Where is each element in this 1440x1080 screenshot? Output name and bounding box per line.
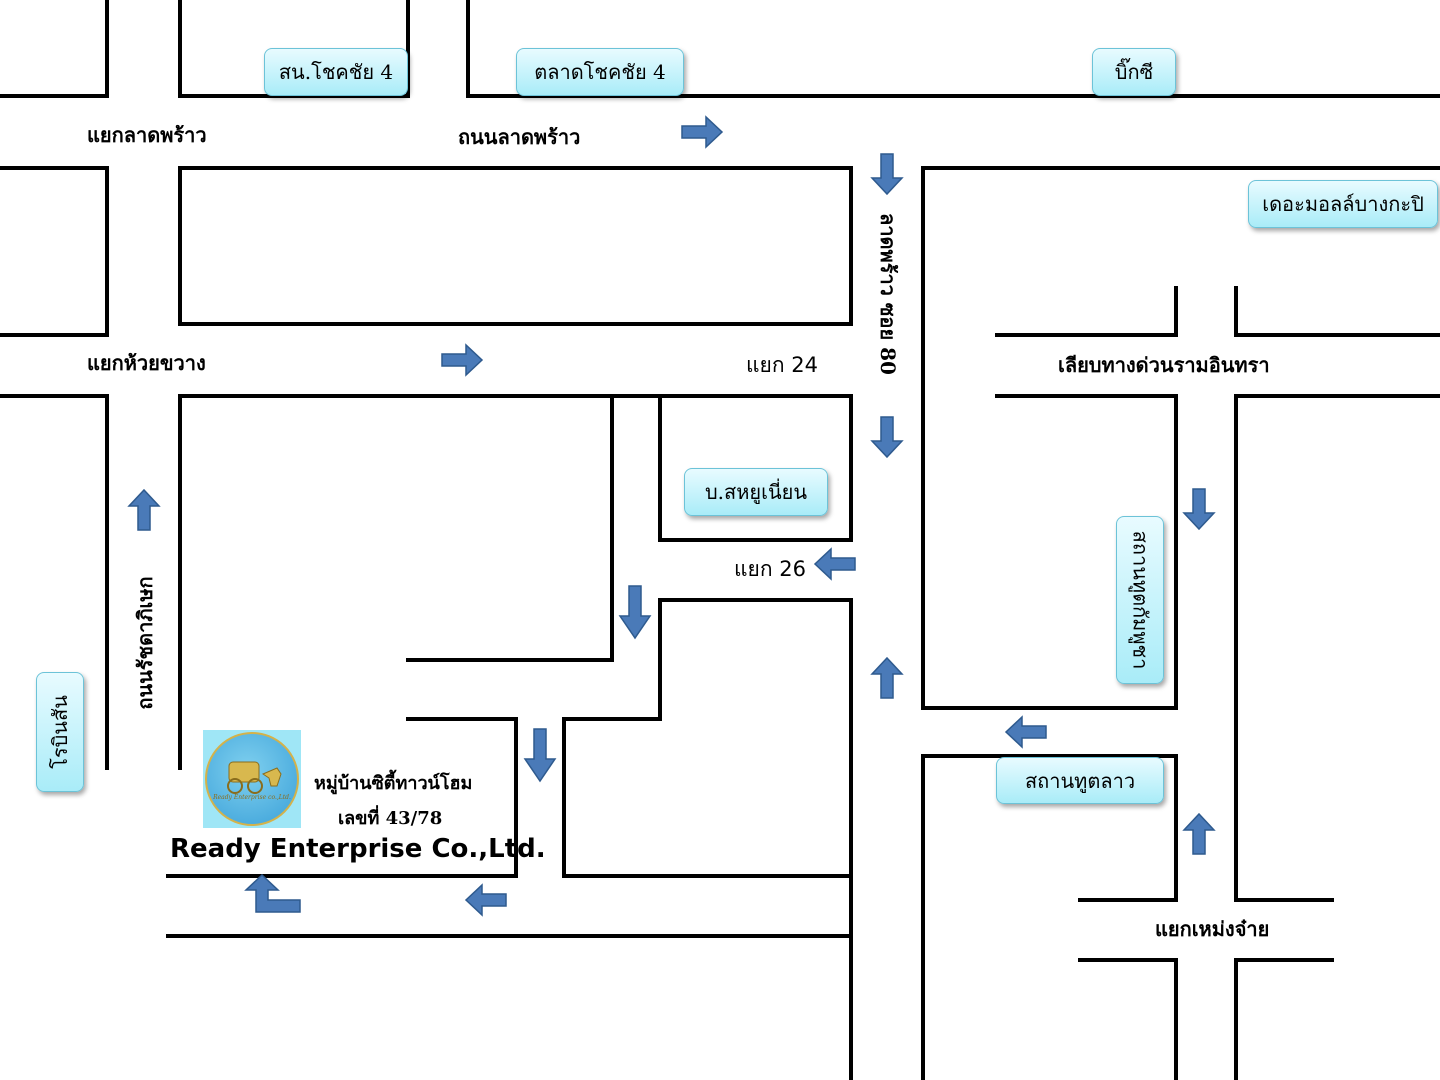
road-line [921,166,1440,710]
road-line [0,394,109,770]
road-line [658,394,853,542]
road-line [921,754,1178,1080]
road-liap-rama-intra-label: เลียบทางด่วนรามอินทรา [1058,353,1270,377]
arrow-down-icon [1182,488,1216,531]
road-line [1234,394,1334,902]
arrow-down-icon [523,728,557,783]
junction-yaek24: แยก 24 [746,353,818,377]
landmark-the-mall-bangkapi: เดอะมอลล์บางกะปิ [1248,180,1438,228]
landmark-sahaunion: บ.สหยูเนี่ยน [684,468,828,516]
road-line [178,0,410,98]
arrow-left-icon [1004,715,1047,749]
arrow-down-icon [870,416,904,459]
road-line [178,166,853,326]
junction-mueang-chai: แยกเหม่งจ๋าย [1155,917,1270,941]
destination-address: เลขที่ 43/78 [338,808,443,829]
arrow-left-icon [813,547,856,581]
junction-ladprao: แยกลาดพร้าว [87,123,207,147]
arrow-up-icon [127,488,161,531]
arrow-up-icon [1182,812,1216,855]
arrow-right-icon [681,115,724,149]
company-logo-icon: Ready Enterprise co.,Ltd. [203,730,301,828]
junction-yaek26: แยก 26 [734,557,806,581]
road-line [178,394,853,770]
road-line [1078,958,1178,1080]
arrow-down-icon [618,585,652,640]
road-line [0,166,109,337]
landmark-sn-chokchai4: สน.โชคชัย 4 [264,48,408,96]
junction-huai-khwang: แยกห้วยขวาง [87,351,206,375]
landmark-lao-embassy: สถานทูตลาว [996,757,1164,804]
logo-text: Ready Enterprise co.,Ltd. [213,794,291,801]
arrow-turn-up-icon [244,873,301,913]
road-ladprao-soi80-label: ลาดพร้าว ซอย 80 [876,213,900,375]
arrow-down-icon [870,153,904,196]
arrow-right-icon [441,343,484,377]
road-line [1234,286,1440,337]
landmark-robinson: โรบินสัน [36,672,84,792]
landmark-cambodia-embassy: สถานทูตกัมพูชา [1116,516,1164,684]
arrow-left-icon [464,883,507,917]
landmark-robinson-label: โรบินสัน [48,695,73,769]
road-ladprao-label: ถนนลาดพร้าว [458,125,581,149]
destination-village: หมู่บ้านซิตี้ทาวน์โฮม [314,773,473,794]
landmark-talat-chokchai4: ตลาดโชคชัย 4 [516,48,684,96]
road-line [562,598,853,1080]
destination-company-name: Ready Enterprise Co.,Ltd. [170,834,546,864]
landmark-cambodia-embassy-label: สถานทูตกัมพูชา [1128,530,1153,670]
arrow-up-icon [870,656,904,699]
road-line [995,286,1178,337]
road-line [466,0,1440,98]
road-line [0,0,109,98]
road-line [406,394,614,662]
road-ratchadapisek-label: ถนนรัชดาภิเษก [133,576,157,710]
landmark-big-c: บิ๊กซี [1092,48,1176,96]
road-line [1234,958,1334,1080]
road-line [166,717,518,878]
